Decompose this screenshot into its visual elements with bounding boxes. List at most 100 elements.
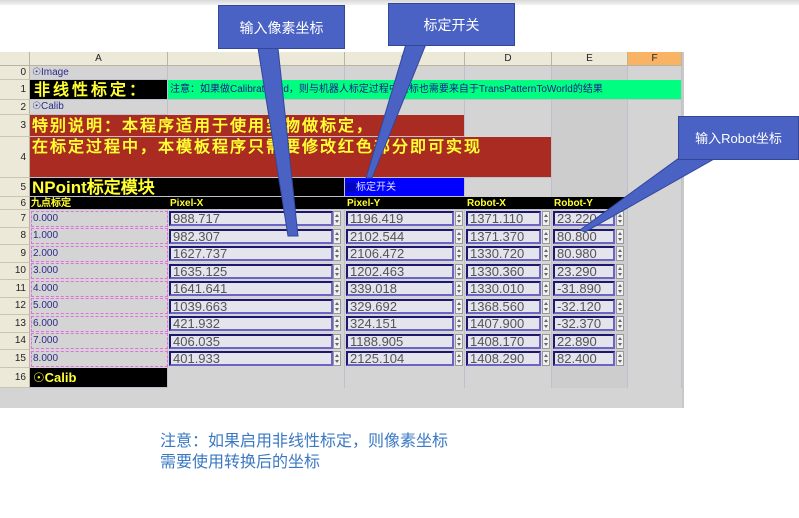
robot-x-input[interactable]: 1371.370 — [466, 228, 541, 244]
column-header-c[interactable]: C — [345, 52, 465, 66]
row-header[interactable]: 12 — [0, 297, 30, 315]
pixel-y-input[interactable]: 2106.472 — [346, 246, 454, 261]
spinner-arrows-icon[interactable] — [616, 211, 624, 226]
row-header[interactable]: 14 — [0, 332, 30, 350]
row-header[interactable]: 2 — [0, 100, 30, 115]
spinner-arrows-icon[interactable] — [333, 263, 341, 279]
pixel-x-input[interactable]: 401.933 — [169, 351, 333, 366]
point-index-cell[interactable]: 6.000 — [31, 315, 168, 332]
spinner-arrows-icon[interactable] — [542, 298, 550, 314]
robot-x-input[interactable]: 1330.720 — [466, 246, 541, 261]
spinner-arrows-icon[interactable] — [542, 316, 550, 331]
robot-y-input[interactable]: 80.980 — [553, 246, 615, 261]
spinner-arrows-icon[interactable] — [542, 246, 550, 261]
row-header[interactable]: 1 — [0, 80, 30, 100]
spinner-arrows-icon[interactable] — [455, 246, 463, 261]
row-header[interactable]: 5 — [0, 178, 30, 197]
spinner-arrows-icon[interactable] — [616, 351, 624, 366]
column-header-a[interactable]: A — [30, 52, 168, 66]
pixel-x-input[interactable]: 1627.737 — [169, 246, 333, 261]
robot-y-input[interactable]: 80.800 — [553, 228, 615, 244]
spinner-arrows-icon[interactable] — [455, 281, 463, 296]
point-index-cell[interactable]: 1.000 — [31, 228, 168, 244]
row-header[interactable]: 10 — [0, 262, 30, 280]
spinner-arrows-icon[interactable] — [333, 333, 341, 349]
spinner-arrows-icon[interactable] — [616, 263, 624, 279]
pixel-x-input[interactable]: 421.932 — [169, 316, 333, 331]
spinner-arrows-icon[interactable] — [333, 228, 341, 244]
spinner-arrows-icon[interactable] — [542, 228, 550, 244]
image-tool-cell[interactable]: ☉Image — [30, 66, 168, 80]
column-header-e[interactable]: E — [552, 52, 628, 66]
robot-y-input[interactable]: 23.290 — [553, 263, 615, 279]
point-index-cell[interactable]: 3.000 — [31, 263, 168, 279]
calib-switch-cell[interactable]: 标定开关 — [345, 178, 465, 197]
pixel-x-input[interactable]: 982.307 — [169, 228, 333, 244]
spinner-arrows-icon[interactable] — [542, 281, 550, 296]
row-header[interactable]: 16 — [0, 367, 30, 388]
robot-x-input[interactable]: 1407.900 — [466, 316, 541, 331]
spinner-arrows-icon[interactable] — [333, 298, 341, 314]
robot-x-input[interactable]: 1408.290 — [466, 351, 541, 366]
point-index-cell[interactable]: 0.000 — [31, 210, 168, 227]
spinner-arrows-icon[interactable] — [616, 298, 624, 314]
robot-x-input[interactable]: 1330.360 — [466, 263, 541, 279]
spinner-arrows-icon[interactable] — [455, 298, 463, 314]
spinner-arrows-icon[interactable] — [333, 351, 341, 366]
pixel-x-input[interactable]: 1039.663 — [169, 298, 333, 314]
row-header[interactable]: 4 — [0, 137, 30, 178]
spinner-arrows-icon[interactable] — [542, 263, 550, 279]
spinner-arrows-icon[interactable] — [616, 281, 624, 296]
point-index-cell[interactable]: 8.000 — [31, 350, 168, 367]
point-index-cell[interactable]: 5.000 — [31, 298, 168, 314]
row-header[interactable]: 6 — [0, 197, 30, 210]
calib-switch-checkbox[interactable] — [347, 183, 355, 192]
robot-y-input[interactable]: -31.890 — [553, 281, 615, 296]
spinner-arrows-icon[interactable] — [616, 228, 624, 244]
spinner-arrows-icon[interactable] — [616, 246, 624, 261]
row-header[interactable]: 3 — [0, 115, 30, 137]
calib-footer-cell[interactable]: ☉Calib — [30, 367, 168, 388]
spinner-arrows-icon[interactable] — [616, 316, 624, 331]
pixel-y-input[interactable]: 1196.419 — [346, 211, 454, 226]
robot-y-input[interactable]: -32.120 — [553, 298, 615, 314]
robot-y-input[interactable]: 22.890 — [553, 333, 615, 349]
pixel-y-input[interactable]: 1188.905 — [346, 333, 454, 349]
point-index-cell[interactable]: 7.000 — [31, 333, 168, 349]
robot-x-input[interactable]: 1371.110 — [466, 211, 541, 226]
row-header[interactable]: 9 — [0, 245, 30, 263]
calib-tool-cell[interactable]: ☉Calib — [30, 100, 168, 115]
corner-header[interactable] — [0, 52, 30, 66]
row-header[interactable]: 11 — [0, 280, 30, 298]
column-header-f[interactable]: F — [628, 52, 682, 66]
spinner-arrows-icon[interactable] — [333, 316, 341, 331]
point-index-cell[interactable]: 4.000 — [31, 280, 168, 297]
row-header[interactable]: 8 — [0, 227, 30, 245]
spinner-arrows-icon[interactable] — [333, 281, 341, 296]
robot-x-input[interactable]: 1368.560 — [466, 298, 541, 314]
spinner-arrows-icon[interactable] — [333, 211, 341, 226]
spinner-arrows-icon[interactable] — [455, 351, 463, 366]
pixel-y-input[interactable]: 339.018 — [346, 281, 454, 296]
pixel-y-input[interactable]: 329.692 — [346, 298, 454, 314]
robot-y-input[interactable]: 82.400 — [553, 351, 615, 366]
row-header[interactable]: 15 — [0, 350, 30, 368]
robot-x-input[interactable]: 1330.010 — [466, 281, 541, 296]
pixel-x-input[interactable]: 1641.641 — [169, 281, 333, 296]
robot-y-input[interactable]: -32.370 — [553, 316, 615, 331]
spinner-arrows-icon[interactable] — [542, 351, 550, 366]
row-header[interactable]: 0 — [0, 66, 30, 80]
point-index-cell[interactable]: 2.000 — [31, 245, 168, 262]
pixel-y-input[interactable]: 2125.104 — [346, 351, 454, 366]
spinner-arrows-icon[interactable] — [455, 263, 463, 279]
pixel-x-input[interactable]: 988.717 — [169, 211, 333, 226]
spinner-arrows-icon[interactable] — [455, 333, 463, 349]
row-header[interactable]: 7 — [0, 210, 30, 228]
pixel-y-input[interactable]: 2102.544 — [346, 228, 454, 244]
spinner-arrows-icon[interactable] — [455, 316, 463, 331]
spinner-arrows-icon[interactable] — [455, 228, 463, 244]
pixel-y-input[interactable]: 324.151 — [346, 316, 454, 331]
pixel-x-input[interactable]: 406.035 — [169, 333, 333, 349]
spinner-arrows-icon[interactable] — [616, 333, 624, 349]
robot-x-input[interactable]: 1408.170 — [466, 333, 541, 349]
